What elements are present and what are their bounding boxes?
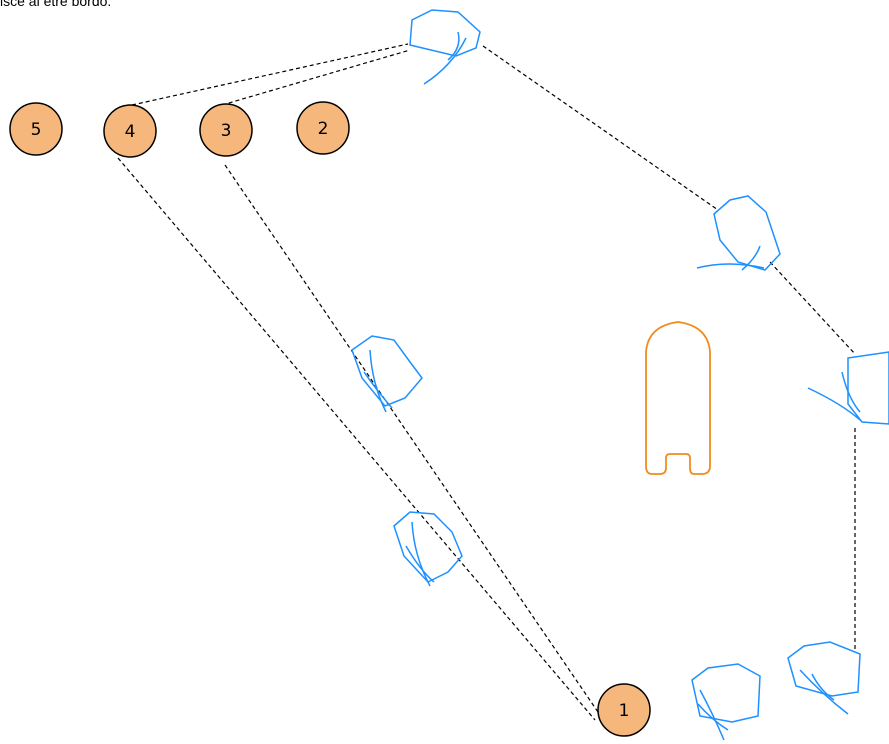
buoy-label-5: 5 — [31, 120, 42, 140]
buoy-label-2: 2 — [318, 119, 329, 139]
buoy-mark-4: 4 — [103, 104, 157, 158]
course-line-3-to-top — [221, 49, 411, 106]
buoy-icon — [597, 683, 651, 737]
committee-boat-icon — [645, 321, 711, 475]
buoy-label-4: 4 — [125, 122, 136, 142]
buoy-label-3: 3 — [221, 121, 232, 141]
buoy-icon — [9, 102, 63, 156]
buoy-label-1: 1 — [619, 701, 630, 721]
sailboat-icon — [787, 641, 861, 715]
buoy-mark-2: 2 — [296, 101, 350, 155]
caption-text: isce al etre bordo. — [0, 0, 112, 9]
buoy-icon — [103, 104, 157, 158]
sailboat-icon — [807, 351, 889, 425]
buoy-mark-5: 5 — [9, 102, 63, 156]
course-line-top-to-right1 — [482, 45, 719, 211]
course-line-3-to-1 — [224, 164, 601, 716]
course-lines — [117, 43, 856, 721]
sailboat-icon — [696, 195, 781, 271]
buoy-icon — [199, 103, 253, 157]
buoy-mark-3: 3 — [199, 103, 253, 157]
sailboat-icon — [351, 335, 423, 413]
sailboat-icon — [409, 9, 481, 85]
course-line-4-to-top — [131, 43, 409, 106]
course-line-right1-to-right2 — [769, 261, 856, 355]
sailboat-icon — [393, 511, 463, 587]
buoy-mark-1: 1 — [597, 683, 651, 737]
sailboat-icon — [691, 663, 761, 741]
buoy-icon — [296, 101, 350, 155]
course-line-4-to-1 — [117, 157, 596, 721]
